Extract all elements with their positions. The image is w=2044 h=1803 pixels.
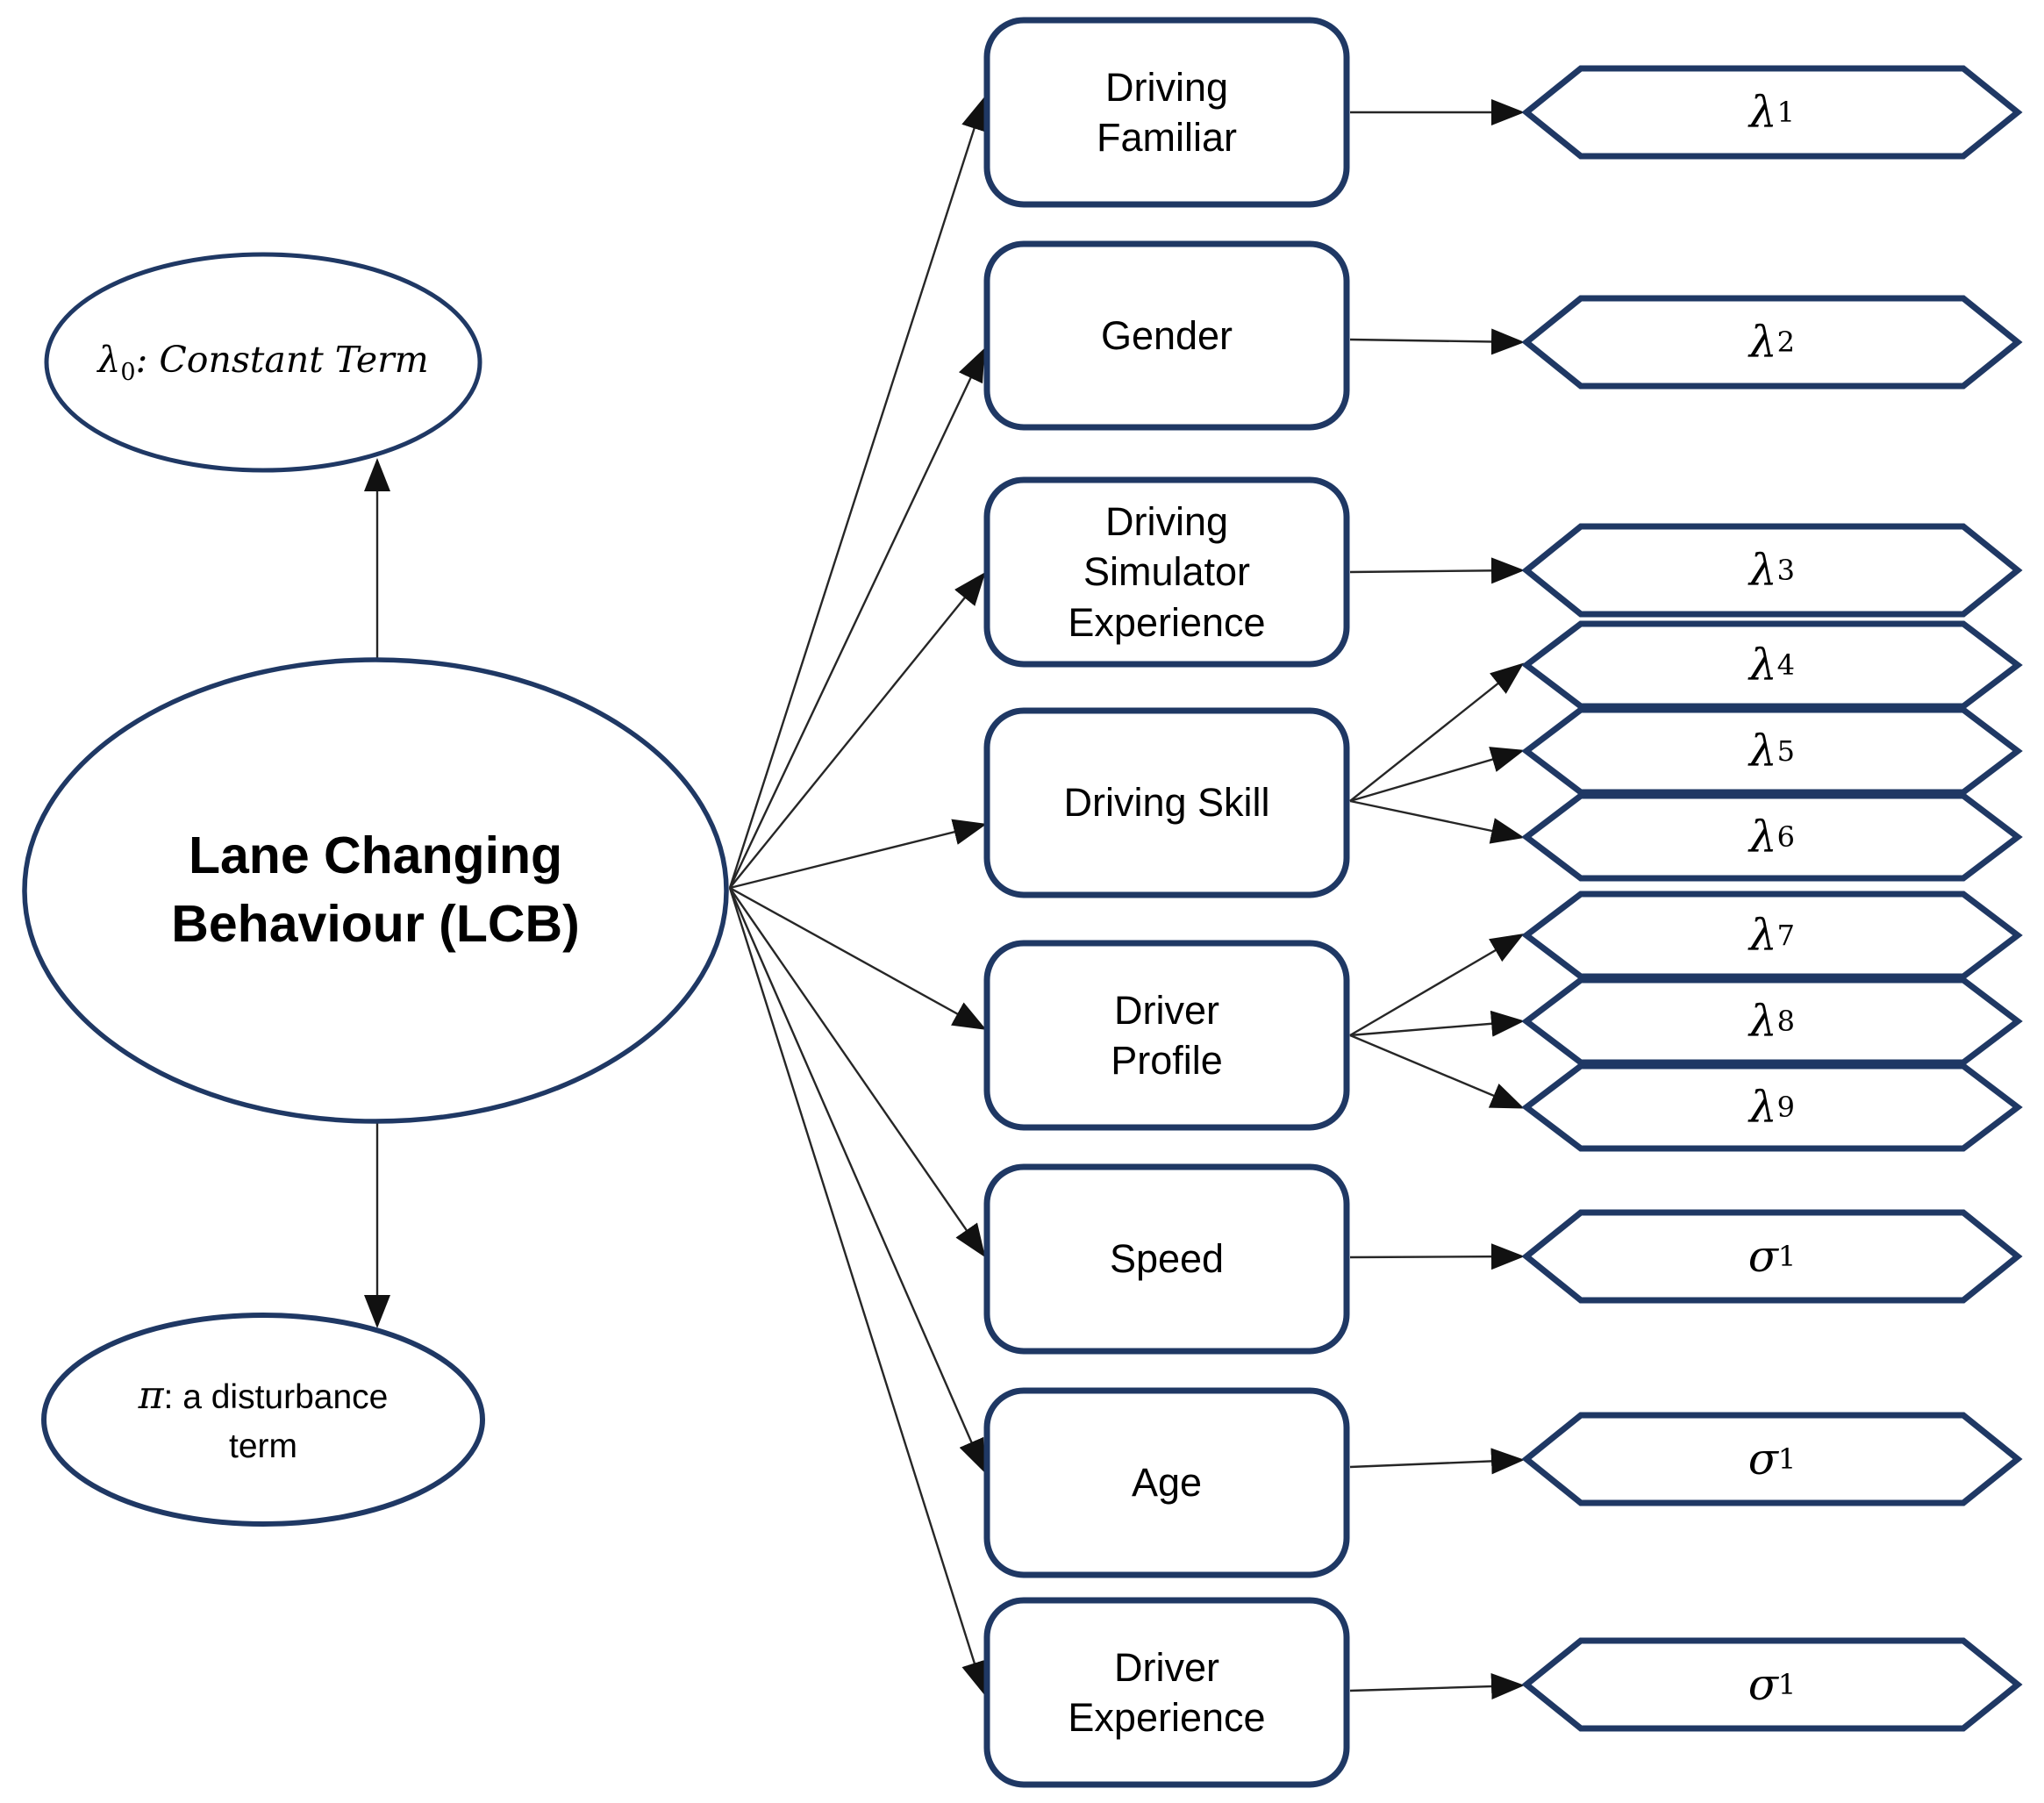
lambda8-hexagon bbox=[1521, 977, 2023, 1066]
speed-box bbox=[983, 1163, 1350, 1355]
loading-hexagons bbox=[1521, 65, 2023, 1732]
edge-gender-to-lambda2 bbox=[1349, 328, 1525, 355]
lambda2-hexagon bbox=[1521, 295, 2023, 390]
lambda3-hexagon bbox=[1521, 523, 2023, 618]
edge-age-to-sigma1 bbox=[1349, 1448, 1525, 1475]
edge-driving-skill-to-lambda6 bbox=[1349, 799, 1525, 844]
edge-lcb-to-gender bbox=[728, 347, 985, 889]
edge-simulator-to-lambda3 bbox=[1349, 557, 1525, 584]
sigma1-age-hexagon bbox=[1521, 1412, 2023, 1506]
edge-lcb-to-driving-skill bbox=[729, 819, 987, 890]
edge-lcb-to-driver-experience bbox=[728, 887, 988, 1695]
edge-lcb-to-driving-familiar bbox=[728, 97, 987, 889]
lcb-ellipse bbox=[22, 657, 729, 1124]
gender-box bbox=[983, 240, 1350, 431]
edge-lcb-to-age bbox=[728, 887, 985, 1473]
edge-driving-skill-to-lambda5 bbox=[1349, 747, 1525, 803]
lambda9-hexagon bbox=[1521, 1062, 2023, 1152]
disturbance-ellipse bbox=[41, 1313, 485, 1527]
edge-lcb-to-speed bbox=[729, 887, 986, 1258]
lambda4-hexagon bbox=[1521, 620, 2023, 710]
edge-speed-to-sigma1 bbox=[1349, 1243, 1525, 1270]
lambda6-hexagon bbox=[1521, 792, 2023, 882]
driving-familiar-box bbox=[983, 17, 1350, 208]
latent-ellipses bbox=[22, 252, 729, 1527]
lambda7-hexagon bbox=[1521, 891, 2023, 980]
edge-driver-profile-to-lambda9 bbox=[1349, 1034, 1525, 1109]
driving-simulator-experience-box bbox=[983, 476, 1350, 668]
edge-lcb-to-driver-profile bbox=[729, 886, 987, 1030]
lambda5-hexagon bbox=[1521, 706, 2023, 796]
driver-profile-box bbox=[983, 940, 1350, 1131]
sigma1-speed-hexagon bbox=[1521, 1209, 2023, 1304]
connector-arrows bbox=[364, 97, 1525, 1700]
constant-term-ellipse bbox=[44, 252, 482, 473]
driver-experience-box bbox=[983, 1597, 1350, 1788]
edge-lcb-to-driving-simulator-experience bbox=[729, 571, 986, 889]
edge-driver-experience-to-sigma1 bbox=[1349, 1673, 1525, 1700]
edge-driver-profile-to-lambda8 bbox=[1349, 1010, 1525, 1037]
driving-skill-box bbox=[983, 707, 1350, 898]
lambda1-hexagon bbox=[1521, 65, 2023, 160]
age-box bbox=[983, 1387, 1350, 1578]
edge-driver-profile-to-lambda7 bbox=[1349, 933, 1525, 1037]
indicator-boxes bbox=[983, 17, 1350, 1788]
sigma1-experience-hexagon bbox=[1521, 1637, 2023, 1732]
edge-driving-skill-to-lambda4 bbox=[1349, 662, 1525, 802]
